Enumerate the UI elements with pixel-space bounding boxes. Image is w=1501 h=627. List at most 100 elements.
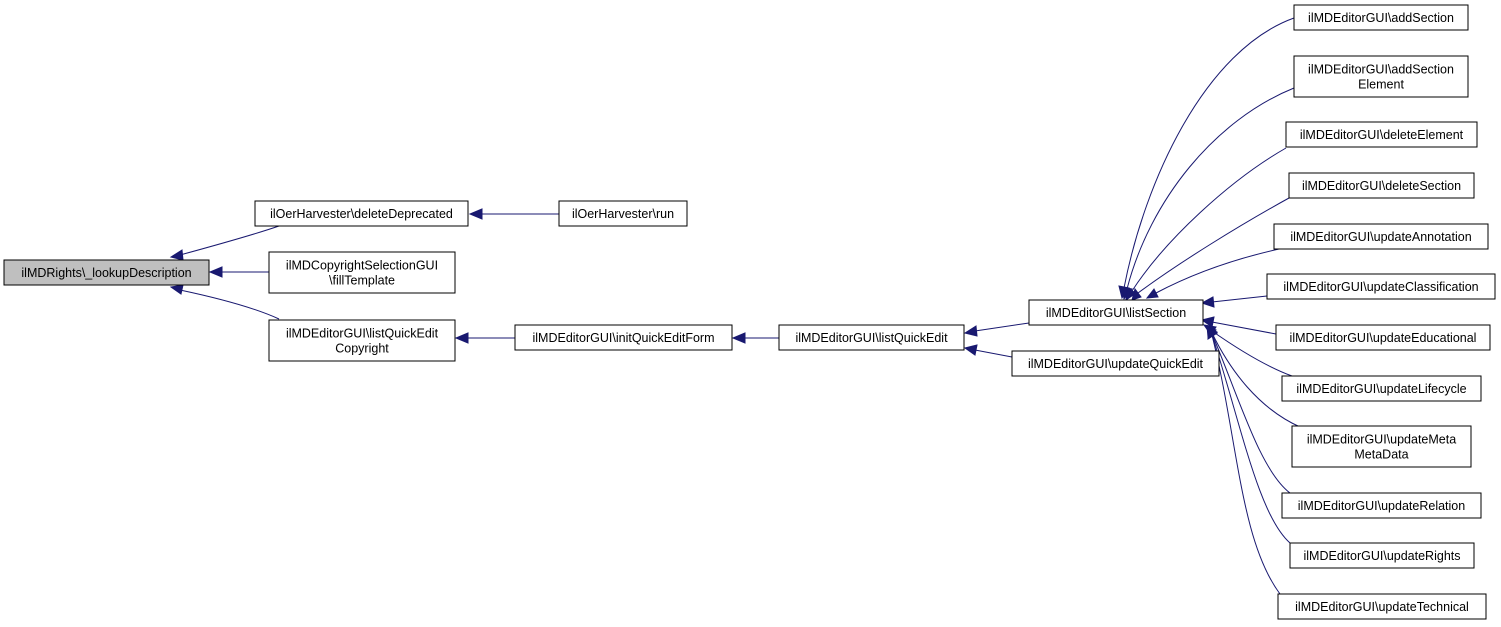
node-label: MetaData (1354, 448, 1408, 462)
edge-line (1211, 334, 1281, 595)
edge-addSectionEl-to-listSection (1121, 87, 1295, 301)
node-label: ilMDEditorGUI\addSection (1308, 63, 1454, 77)
edge-listSection-to-listQE (963, 322, 1030, 337)
node-addSection[interactable]: ilMDEditorGUI\addSection (1293, 4, 1469, 31)
node-deleteElement[interactable]: ilMDEditorGUI\deleteElement (1285, 121, 1478, 148)
edge-arrowhead (731, 332, 746, 344)
edge-line (1131, 147, 1287, 292)
edge-updAnnotation-to-listSection (1145, 248, 1280, 299)
edge-arrowhead (169, 284, 184, 295)
edge-harvRun-to-harvDelete (468, 208, 559, 220)
node-harvDelete[interactable]: ilOerHarvester\deleteDeprecated (254, 200, 469, 227)
node-deleteSection[interactable]: ilMDEditorGUI\deleteSection (1288, 172, 1475, 199)
node-box (1011, 350, 1220, 377)
node-updAnnotation[interactable]: ilMDEditorGUI\updateAnnotation (1273, 223, 1489, 250)
edge-line (1126, 87, 1295, 290)
node-lookup[interactable]: ilMDRights\_lookupDescription (3, 259, 210, 286)
edge-updRelation-to-listSection (1207, 326, 1291, 494)
node-updTechnical[interactable]: ilMDEditorGUI\updateTechnical (1277, 593, 1487, 620)
edge-line (1211, 321, 1277, 335)
edge-updRights-to-listSection (1207, 327, 1291, 544)
node-updateQE[interactable]: ilMDEditorGUI\updateQuickEdit (1011, 350, 1220, 377)
edge-arrowhead (468, 208, 483, 220)
edge-arrowhead (963, 344, 978, 356)
node-box (1289, 542, 1475, 569)
node-box (1273, 223, 1489, 250)
node-label: ilMDCopyrightSelectionGUI (286, 259, 438, 273)
node-box (1277, 593, 1487, 620)
edge-updateQE-to-listQE (963, 344, 1013, 358)
node-label: ilMDEditorGUI\updateTechnical (1295, 600, 1469, 614)
node-updRelation[interactable]: ilMDEditorGUI\updateRelation (1281, 492, 1482, 519)
node-box (558, 200, 688, 227)
node-updEducational[interactable]: ilMDEditorGUI\updateEducational (1275, 324, 1491, 351)
node-box (514, 324, 733, 351)
edge-arrowhead (1207, 327, 1218, 340)
node-label: ilMDEditorGUI\listSection (1046, 306, 1186, 320)
node-label: ilMDEditorGUI\updateEducational (1290, 331, 1477, 345)
node-fillTemplate[interactable]: ilMDCopyrightSelectionGUI\fillTemplate (268, 251, 456, 294)
node-harvRun[interactable]: ilOerHarvester\run (558, 200, 688, 227)
edge-initQEF-to-listQEC (454, 332, 515, 344)
node-box (1275, 324, 1491, 351)
node-box (1293, 55, 1469, 98)
node-updRights[interactable]: ilMDEditorGUI\updateRights (1289, 542, 1475, 569)
node-box (1281, 492, 1482, 519)
call-nodes: ilMDRights\_lookupDescription ilOerHarves… (3, 4, 1496, 620)
node-label: ilMDEditorGUI\updateQuickEdit (1028, 357, 1204, 371)
edge-arrowhead (1125, 287, 1137, 302)
edge-line (1211, 330, 1293, 377)
node-updLifecycle[interactable]: ilMDEditorGUI\updateLifecycle (1281, 375, 1482, 402)
node-label: ilMDEditorGUI\updateAnnotation (1290, 230, 1471, 244)
node-label: ilOerHarvester\run (572, 207, 674, 221)
node-box (3, 259, 210, 286)
node-label: ilMDEditorGUI\listQuickEdit (795, 331, 948, 345)
node-box (268, 319, 456, 362)
node-initQEF[interactable]: ilMDEditorGUI\initQuickEditForm (514, 324, 733, 351)
node-label: \fillTemplate (329, 274, 395, 288)
edge-line (974, 322, 1030, 332)
node-listSection[interactable]: ilMDEditorGUI\listSection (1028, 299, 1204, 326)
node-box (1293, 4, 1469, 31)
edge-line (974, 349, 1013, 358)
node-box (268, 251, 456, 294)
node-label: ilMDEditorGUI\updateLifecycle (1296, 382, 1466, 396)
node-label: ilMDEditorGUI\deleteElement (1300, 128, 1464, 142)
node-listQE[interactable]: ilMDEditorGUI\listQuickEdit (778, 324, 965, 351)
node-box (1291, 425, 1472, 468)
edge-arrowhead (1131, 287, 1142, 301)
node-box (254, 200, 469, 227)
node-box (778, 324, 965, 351)
node-label: ilMDEditorGUI\updateClassification (1283, 280, 1478, 294)
edge-line (1137, 197, 1290, 294)
edge-line (1211, 333, 1291, 494)
node-box (1028, 299, 1204, 326)
edge-arrowhead (963, 325, 978, 337)
call-edges (169, 17, 1301, 595)
node-updClassification[interactable]: ilMDEditorGUI\updateClassification (1266, 273, 1496, 300)
node-label: ilMDEditorGUI\listQuickEdit (286, 327, 439, 341)
edge-harvDelete-to-lookup (169, 225, 280, 261)
edge-deleteElement-to-listSection (1125, 147, 1287, 302)
edge-line (1211, 334, 1291, 544)
node-label: ilMDEditorGUI\deleteSection (1302, 179, 1461, 193)
edge-line (1155, 248, 1280, 294)
node-label: Copyright (335, 342, 389, 356)
edge-arrowhead (208, 266, 223, 278)
node-box (1285, 121, 1478, 148)
edge-addSection-to-listSection (1118, 17, 1295, 300)
node-box (1288, 172, 1475, 199)
edge-arrowhead (1200, 316, 1215, 328)
edge-fillTemplate-to-lookup (208, 266, 269, 278)
edge-line (179, 225, 280, 256)
edge-arrowhead (1145, 288, 1159, 299)
edge-listQEC-to-lookup (169, 284, 280, 320)
node-label: ilMDEditorGUI\initQuickEditForm (533, 331, 715, 345)
node-box (1281, 375, 1482, 402)
node-label: ilMDEditorGUI\updateMeta (1307, 433, 1456, 447)
edge-line (179, 289, 280, 320)
